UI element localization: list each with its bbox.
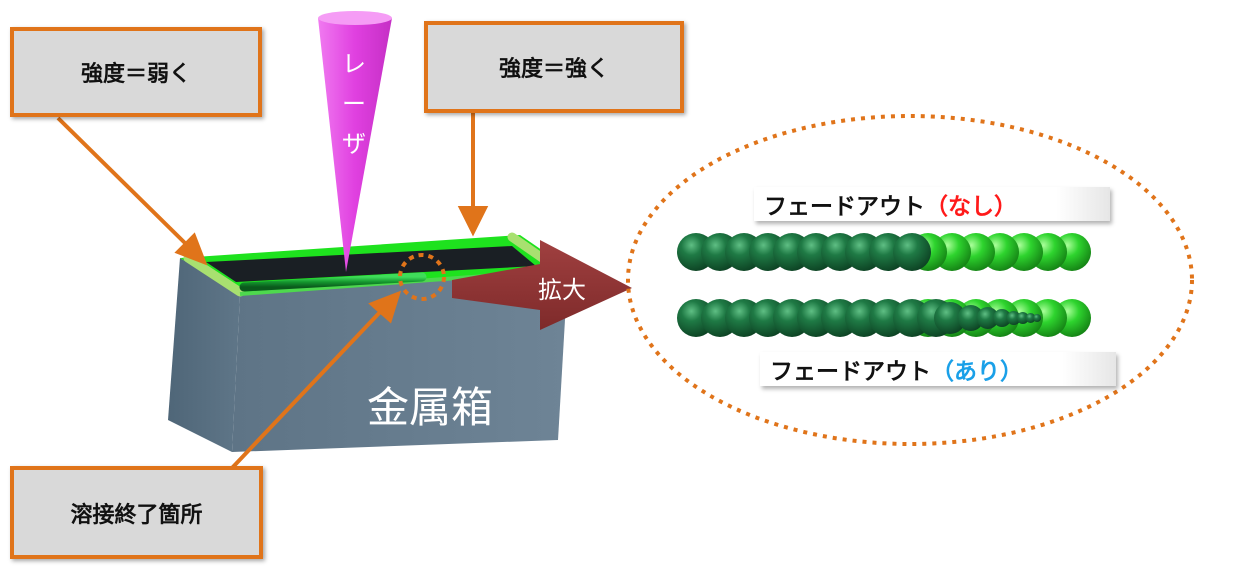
weld-end-marker: [398, 253, 446, 301]
sphere-taper: [1033, 314, 1042, 322]
box-front-face: [232, 268, 568, 452]
tag-fade-yes-paren: （あり）: [931, 359, 1023, 385]
arrow-weld-end-head: [368, 290, 402, 324]
laser-beam: レ ー ザ: [318, 11, 392, 272]
zoom-ellipse: [626, 114, 1194, 446]
callout-weak-text: 強度＝弱く: [80, 62, 191, 87]
rim-edge-left: [183, 253, 245, 297]
arrow-weak: [56, 116, 190, 248]
sphere-row-with-fade: [677, 299, 1091, 337]
tag-fade-yes-text: フェードアウト: [770, 359, 931, 385]
arrow-weak-head: [174, 232, 208, 266]
sphere-taper: [1016, 312, 1029, 324]
sphere-taper: [976, 307, 999, 329]
laser-label-3: ザ: [342, 130, 366, 158]
laser-cone-top: [318, 11, 392, 25]
laser-cone: [318, 18, 392, 272]
callout-weak: 強度＝弱く: [10, 27, 262, 117]
callout-strong-text: 強度＝強く: [498, 57, 609, 82]
box-label: 金属箱: [367, 383, 493, 432]
sphere-taper: [1006, 311, 1021, 325]
box-left-side: [168, 258, 240, 452]
arrow-strong-head: [457, 206, 489, 237]
arrow-weld-end: [230, 308, 384, 470]
pointer-arrows: [56, 112, 489, 470]
tag-fade-none-paren: （なし）: [925, 194, 1017, 220]
callout-weld-end: 溶接終了箇所: [10, 466, 263, 559]
tag-fade-none-text: フェードアウト: [764, 194, 925, 220]
sphere-taper: [957, 305, 984, 331]
sphere-taper: [934, 302, 966, 334]
sphere-taper: [1025, 313, 1036, 323]
callout-weld-end-text: 溶接終了箇所: [70, 502, 203, 528]
sphere-dark: [893, 233, 931, 271]
enlarge-arrow-shape: [452, 240, 632, 330]
metal-box: 金属箱: [168, 232, 568, 452]
weld-bead: [239, 272, 427, 292]
enlarge-label: 拡大: [538, 276, 586, 304]
laser-label-1: レ: [342, 50, 366, 78]
laser-label-2: ー: [342, 90, 366, 118]
callout-strong: 強度＝強く: [424, 21, 684, 113]
sphere-taper: [993, 309, 1011, 327]
enlarge-arrow: 拡大: [452, 240, 632, 330]
box-opening: [206, 246, 536, 282]
tag-fade-none: フェードアウト （なし）: [754, 187, 1110, 221]
tag-fade-yes: フェードアウト （あり）: [760, 352, 1116, 386]
sphere-row-no-fade: [677, 233, 1091, 271]
